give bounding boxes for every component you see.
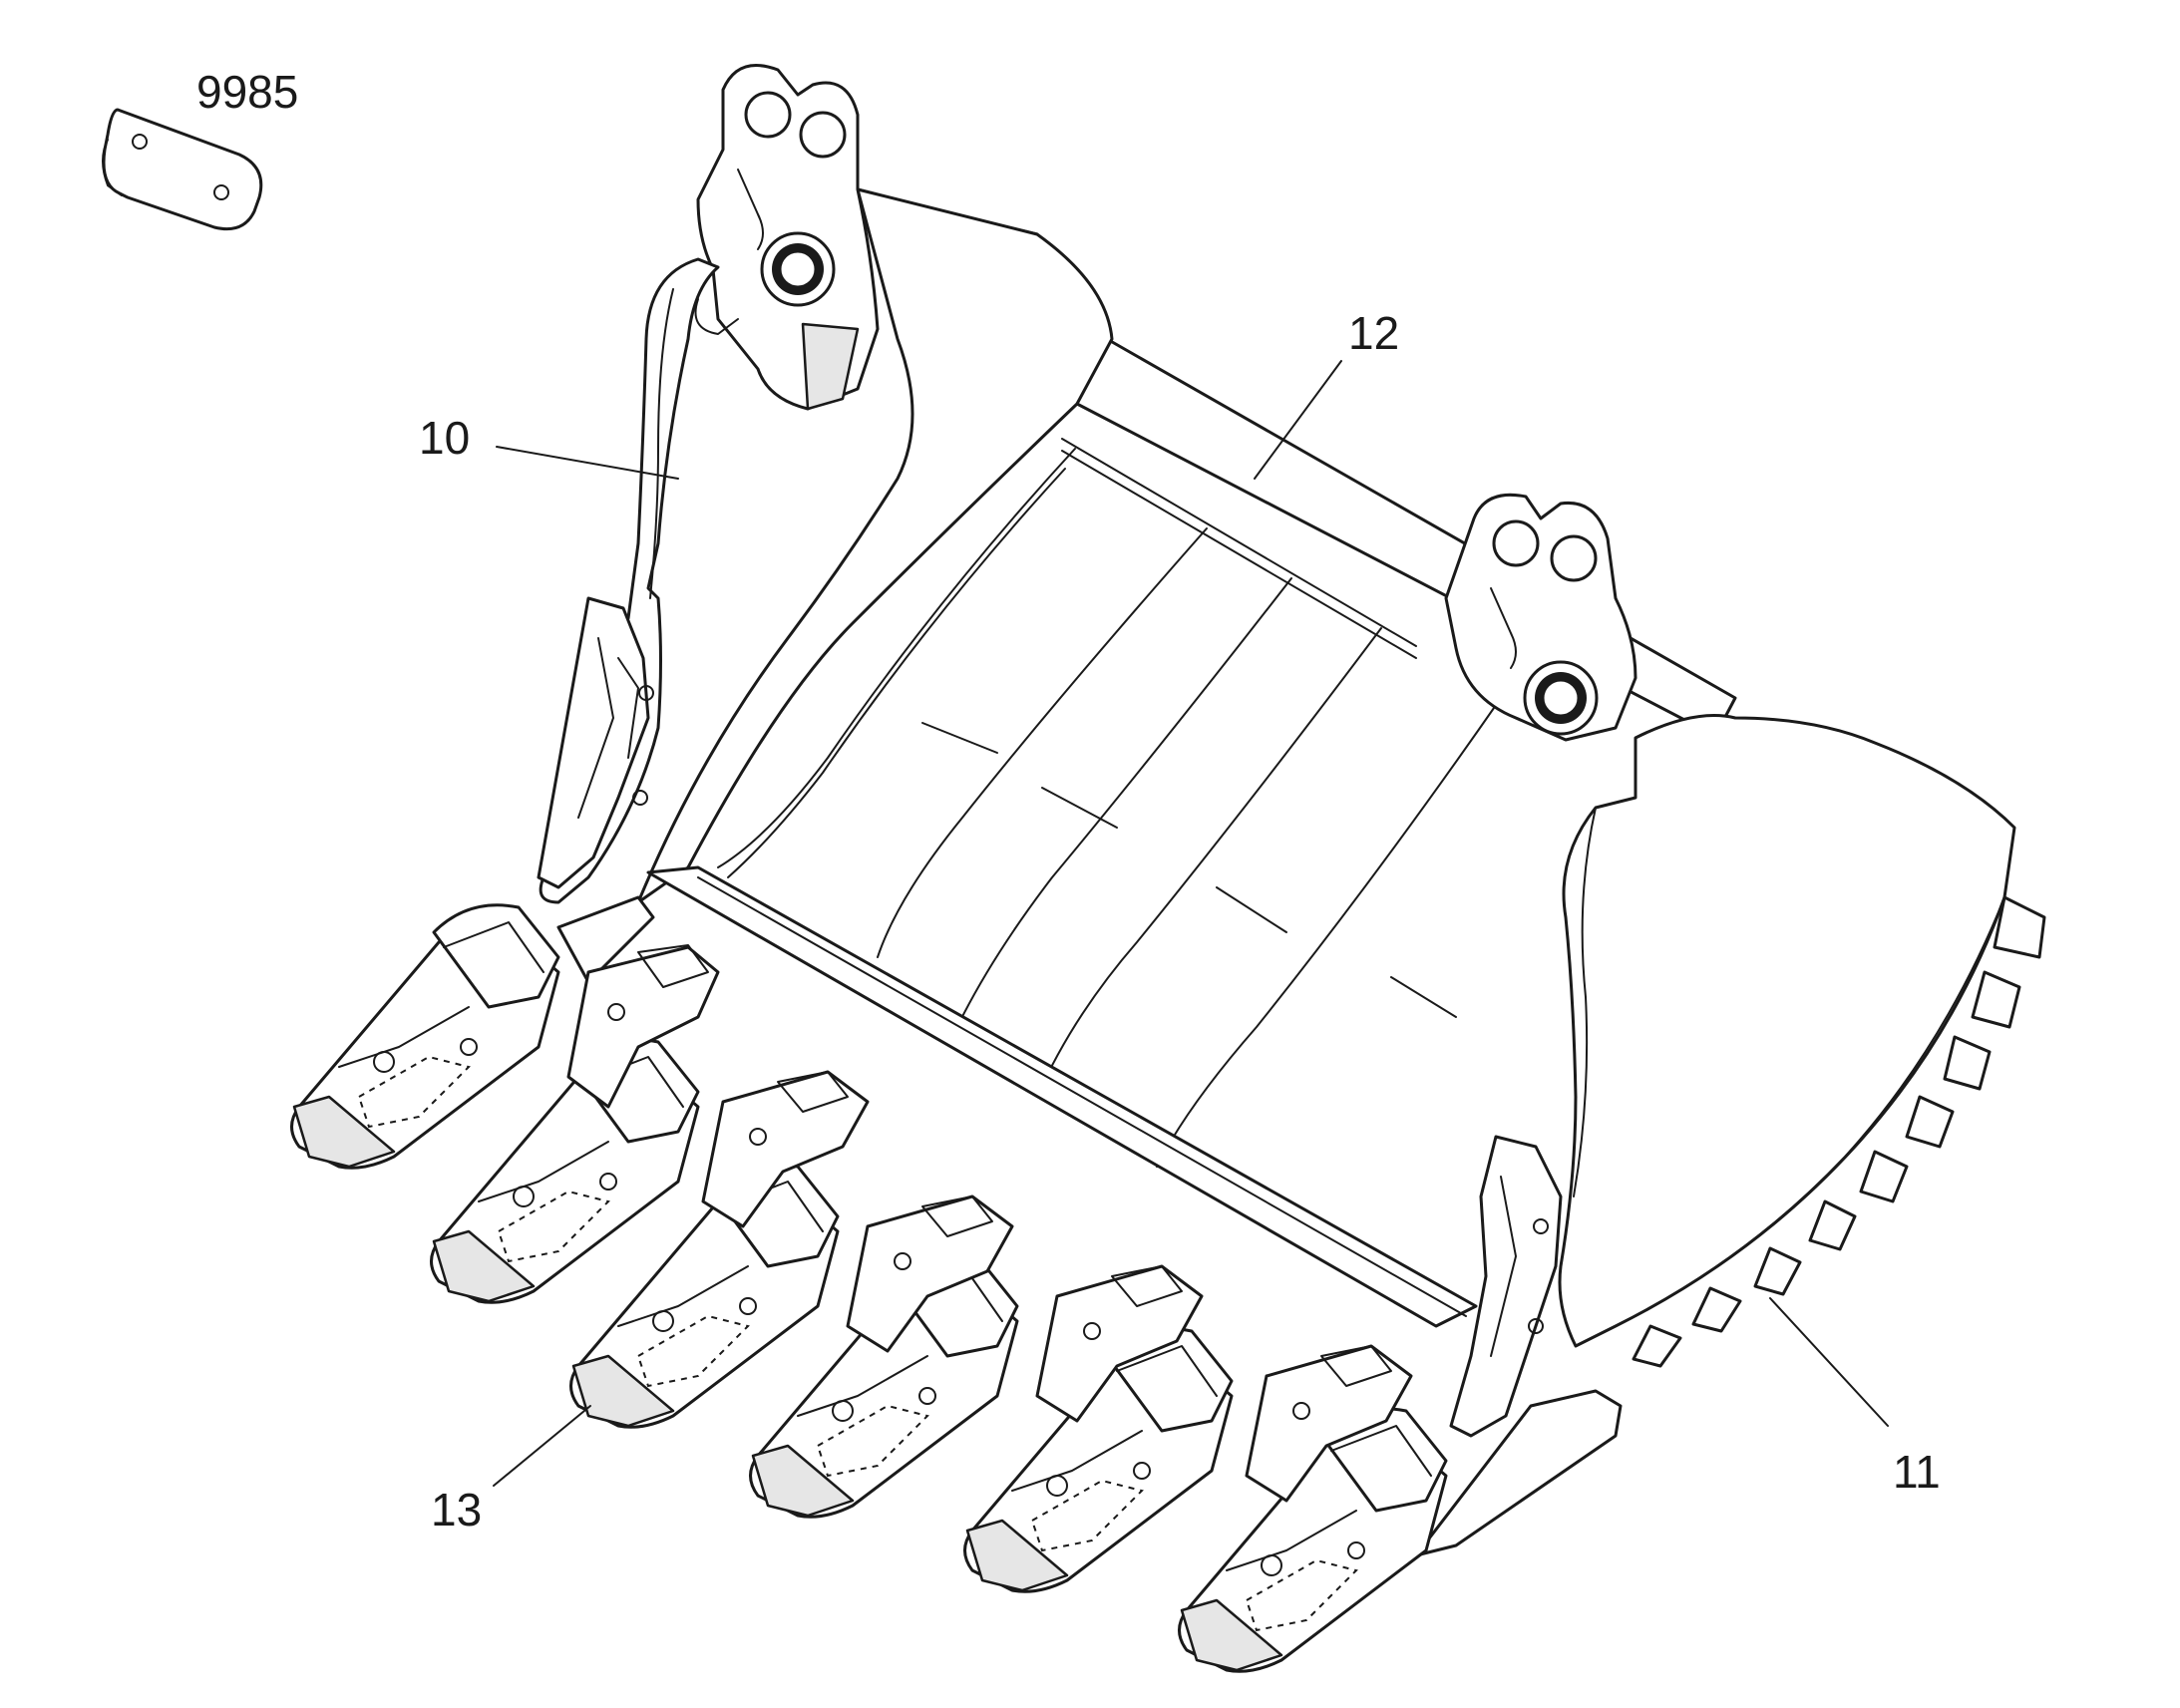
wear-segments-11 [1632, 895, 2046, 1368]
teeth-row-13 [290, 895, 1448, 1673]
leader-10 [496, 446, 679, 480]
tooth-6 [1178, 1407, 1448, 1673]
bucket-right-side-plate [1558, 714, 2016, 1348]
leader-12 [1254, 360, 1342, 480]
callout-10: 10 [419, 412, 470, 464]
adapter-plate-3 [846, 1195, 1014, 1353]
callout-11: 11 [1893, 1446, 1941, 1498]
callout-12: 12 [1348, 307, 1399, 359]
right-lifting-lug [1444, 493, 1637, 742]
side-cutter-left-10 [537, 257, 720, 904]
bucket-floor-liners [646, 527, 1502, 1328]
tooth-1 [290, 895, 655, 1170]
side-cutter-right [1414, 1135, 1623, 1557]
left-lifting-lug [694, 64, 880, 411]
leader-11 [1769, 1297, 1889, 1427]
adapter-plate-4 [1035, 1264, 1204, 1423]
shim-plate-9985 [102, 108, 263, 231]
callout-13: 13 [431, 1484, 482, 1536]
adapter-plate-2 [701, 1070, 870, 1228]
tooth-2 [430, 1038, 700, 1304]
callout-9985: 9985 [196, 66, 298, 118]
adapter-plate-1 [566, 944, 720, 1109]
adapter-plate-5 [1245, 1344, 1413, 1503]
leader-13 [493, 1405, 591, 1487]
